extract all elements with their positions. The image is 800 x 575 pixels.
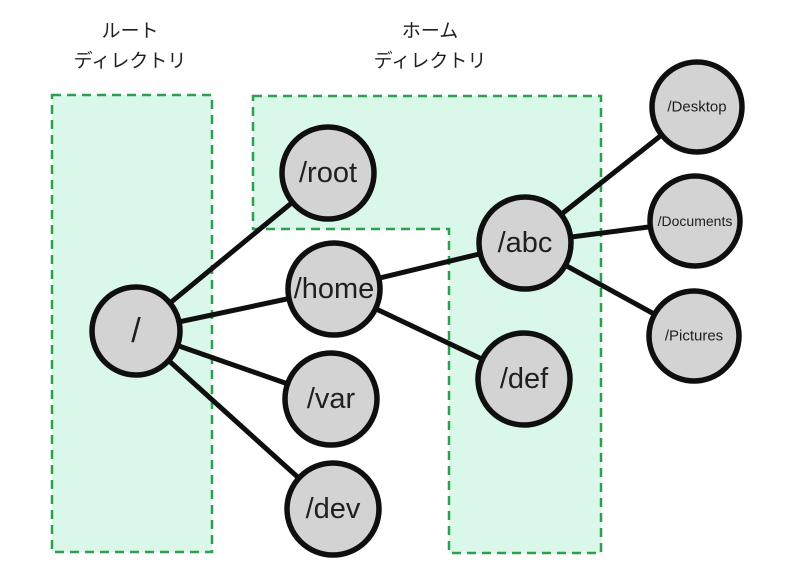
- node-abc: /abc: [476, 194, 574, 292]
- root-directory-label-line-2: ディレクトリ: [74, 50, 187, 72]
- root-directory-label-line-1: ルート: [101, 21, 158, 42]
- node-desktop: /Desktop: [649, 59, 745, 155]
- node-circle-pictures: [646, 288, 742, 384]
- node-root: /root: [279, 124, 377, 222]
- node-label-root: /root: [299, 157, 357, 189]
- node-label-pictures: /Pictures: [665, 328, 723, 345]
- node-dev: /dev: [284, 460, 382, 558]
- node-circle-dev: [284, 460, 382, 558]
- node-circle-home: [285, 240, 383, 338]
- node-circle-desktop: [649, 59, 745, 155]
- node-circle-documents: [647, 173, 743, 269]
- node-def: /def: [475, 330, 573, 428]
- node-label-home: /home: [294, 273, 375, 305]
- node-documents: /Documents: [647, 173, 743, 269]
- node-label-documents: /Documents: [658, 213, 733, 229]
- node-circle-slash: [89, 284, 183, 378]
- node-pictures: /Pictures: [646, 288, 742, 384]
- home-directory-label-line-1: ホーム: [402, 21, 458, 42]
- node-label-slash: /: [131, 312, 141, 350]
- node-circle-var: [282, 350, 380, 448]
- node-label-dev: /dev: [306, 493, 361, 525]
- home-directory-label-line-2: ディレクトリ: [374, 50, 487, 72]
- node-circle-def: [475, 330, 573, 428]
- node-slash: /: [89, 284, 183, 378]
- node-layer: / /root/home/var/dev/abc/def/Desktop/Docu…: [89, 59, 745, 558]
- node-label-var: /var: [307, 383, 356, 415]
- node-var: /var: [282, 350, 380, 448]
- node-label-desktop: /Desktop: [667, 99, 726, 116]
- node-circle-root: [279, 124, 377, 222]
- node-home: /home: [285, 240, 383, 338]
- node-label-def: /def: [500, 363, 549, 395]
- node-circle-abc: [476, 194, 574, 292]
- node-label-abc: /abc: [498, 227, 553, 259]
